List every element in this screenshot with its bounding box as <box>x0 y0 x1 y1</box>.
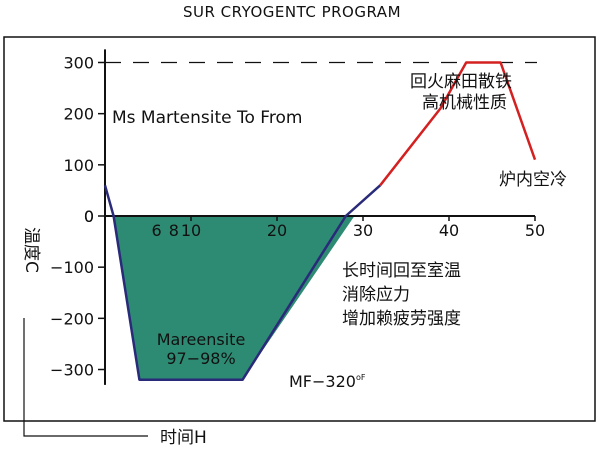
y-ticks: 300 200 100 0 −100 −200 −300 <box>50 53 105 380</box>
plot-frame <box>3 36 596 422</box>
x-tick-label: 40 <box>439 221 459 240</box>
y-tick-label: 100 <box>63 156 94 175</box>
tempering-label-1: 回火麻田散铁 <box>410 72 512 92</box>
x-tick-label: 0 <box>84 207 94 226</box>
tempering-label-2: 高机械性质 <box>422 93 507 113</box>
mf-label: MF−320oF <box>289 372 366 391</box>
y-axis-label: 温度C <box>21 227 41 273</box>
mf-label-sup: oF <box>356 373 366 382</box>
furnace-cool-label: 炉内空冷 <box>499 170 567 190</box>
room-temp-label-1: 长时间回至室温 <box>342 261 461 281</box>
x-tick-label: 6 <box>152 221 162 240</box>
chart-title: SUR CRYOGENTC PROGRAM <box>183 3 401 21</box>
y-tick-label: 300 <box>63 53 94 72</box>
region-label-2: 97−98% <box>166 349 235 368</box>
x-axis-label: 时间H <box>160 428 207 448</box>
x-tick-label: 20 <box>267 221 287 240</box>
x-tick-label: 8 <box>169 221 179 240</box>
y-tick-label: −100 <box>50 258 94 277</box>
y-tick-label: 200 <box>63 105 94 124</box>
series-tempering-line <box>379 61 537 187</box>
region-label-1: Mareensite <box>157 330 246 349</box>
series-cooling-line <box>103 184 382 381</box>
x-tick-label: 50 <box>525 221 545 240</box>
y-tick-label: −300 <box>50 361 94 380</box>
room-temp-label-3: 增加赖疲劳强度 <box>342 309 461 329</box>
y-tick-label: −200 <box>50 309 94 328</box>
ms-label: Ms Martensite To From <box>112 108 302 128</box>
martensite-region <box>113 216 355 380</box>
y-tick-label: 0 <box>84 207 94 226</box>
x-tick-label: 10 <box>181 221 201 240</box>
x-tick-label: 30 <box>353 221 373 240</box>
mf-label-main: MF−320 <box>289 372 356 391</box>
room-temp-label-2: 消除应力 <box>342 285 410 305</box>
axis-label-bracket <box>23 318 148 437</box>
